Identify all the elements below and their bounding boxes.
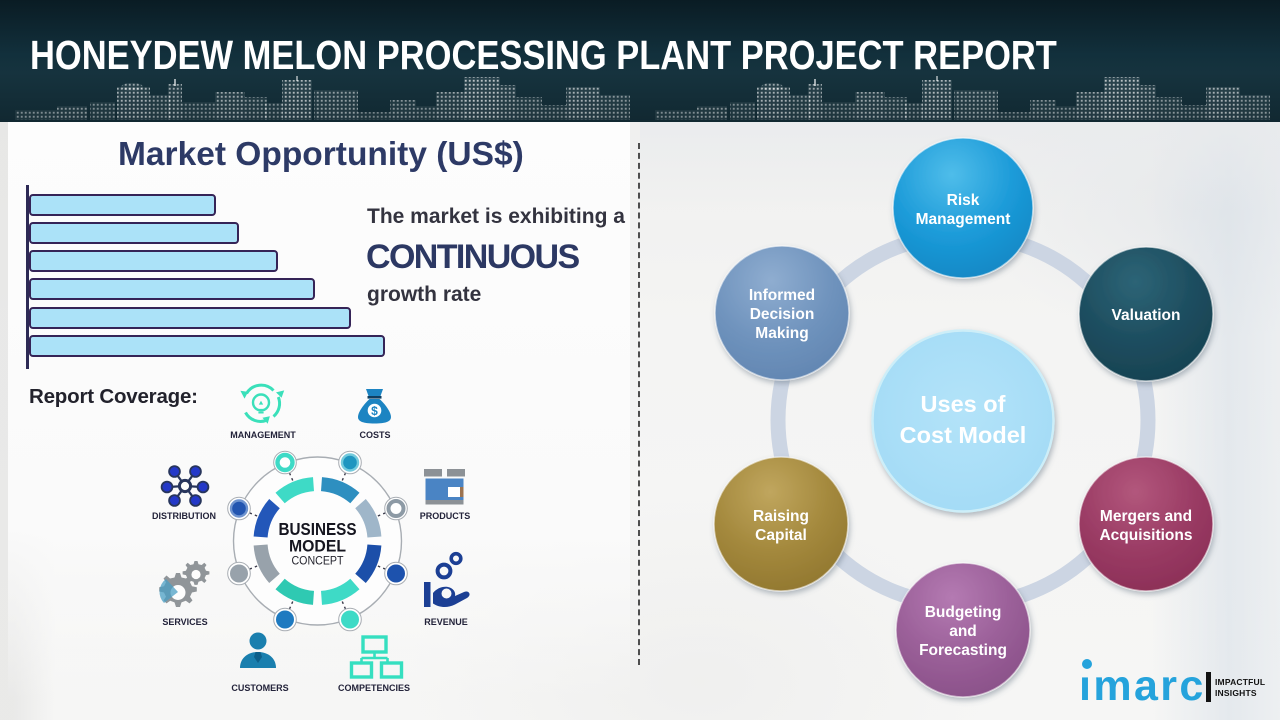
svg-text:and: and xyxy=(949,623,977,640)
svg-text:Valuation: Valuation xyxy=(1112,307,1181,324)
svg-text:MODEL: MODEL xyxy=(289,538,346,556)
svg-text:Informed: Informed xyxy=(749,287,815,304)
svg-text:Mergers and: Mergers and xyxy=(1100,508,1192,525)
svg-text:Forecasting: Forecasting xyxy=(919,642,1007,659)
svg-text:$: $ xyxy=(371,404,378,418)
svg-text:DISTRIBUTION: DISTRIBUTION xyxy=(152,511,216,521)
svg-text:PRODUCTS: PRODUCTS xyxy=(420,511,471,521)
svg-text:Cost Model: Cost Model xyxy=(900,422,1027,448)
svg-text:Capital: Capital xyxy=(755,527,807,544)
svg-text:Making: Making xyxy=(755,325,808,342)
svg-text:SERVICES: SERVICES xyxy=(162,617,207,627)
svg-text:Budgeting: Budgeting xyxy=(925,604,1002,621)
svg-text:Acquisitions: Acquisitions xyxy=(1099,527,1192,544)
svg-text:REVENUE: REVENUE xyxy=(424,617,468,627)
svg-text:COSTS: COSTS xyxy=(359,430,390,440)
svg-text:CUSTOMERS: CUSTOMERS xyxy=(231,683,288,693)
svg-text:Uses of: Uses of xyxy=(921,391,1006,417)
svg-text:BUSINESS: BUSINESS xyxy=(279,519,357,539)
svg-text:MANAGEMENT: MANAGEMENT xyxy=(230,430,296,440)
svg-text:Raising: Raising xyxy=(753,508,809,525)
svg-text:Decision: Decision xyxy=(750,306,815,323)
svg-text:CONCEPT: CONCEPT xyxy=(292,554,345,568)
svg-text:Risk: Risk xyxy=(947,192,980,209)
svg-text:COMPETENCIES: COMPETENCIES xyxy=(338,683,410,693)
svg-text:Management: Management xyxy=(916,211,1011,228)
